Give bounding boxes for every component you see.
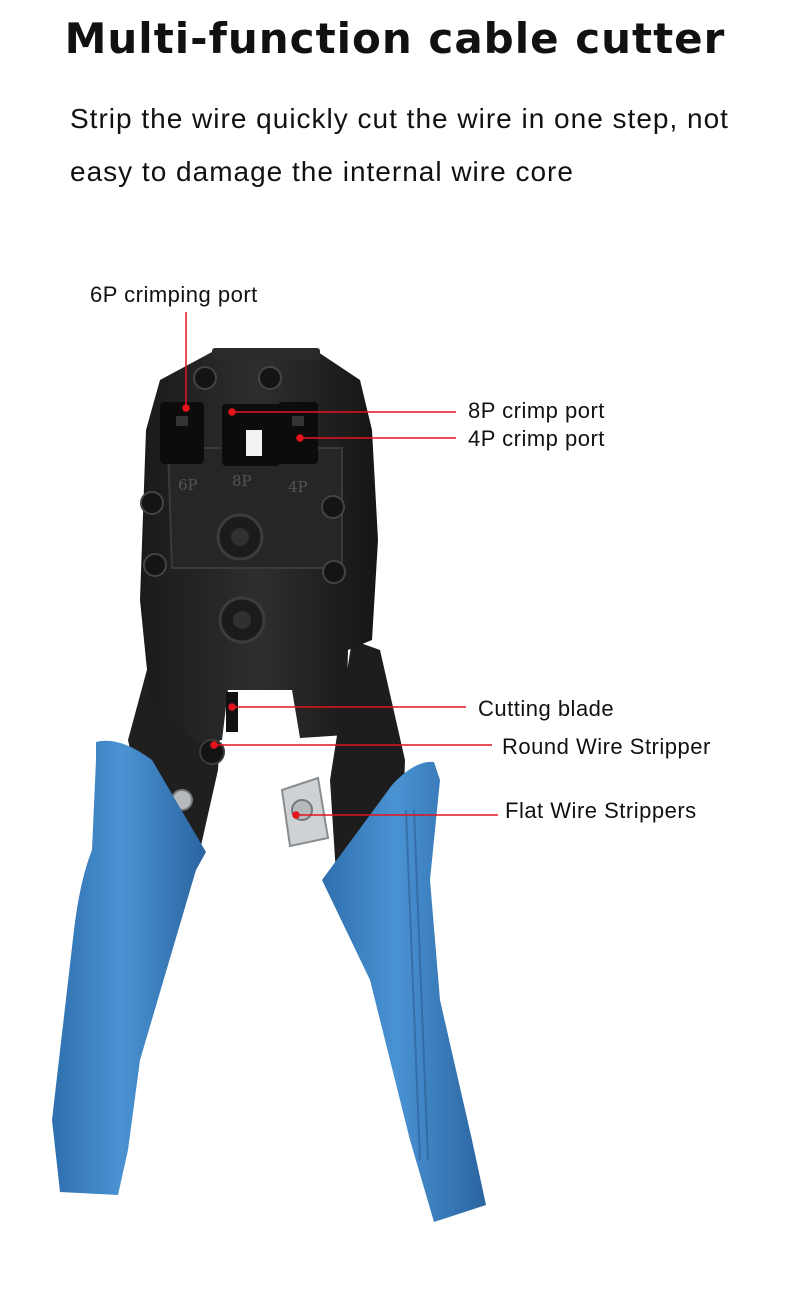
callout-4p-crimp-port: 4P crimp port	[468, 426, 605, 451]
port-mark-8p: 8P	[232, 472, 252, 490]
callout-lines	[182, 312, 498, 819]
top-ridge	[212, 348, 320, 360]
callout-flat-wire-strippers: Flat Wire Strippers	[505, 798, 697, 823]
port-mark-6p: 6P	[178, 476, 198, 494]
screw-icon	[140, 366, 346, 584]
left-handle	[52, 740, 206, 1195]
page-title: Multi-function cable cutter	[64, 14, 726, 63]
round-stripper-icon	[199, 739, 225, 765]
flat-stripper-icon	[171, 776, 330, 848]
page-subtitle: Strip the wire quickly cut the wire in o…	[70, 103, 729, 187]
port-6p-icon	[160, 402, 204, 464]
right-handle	[322, 761, 486, 1222]
callout-8p-crimp-port: 8P crimp port	[468, 398, 605, 423]
callout-round-wire-stripper: Round Wire Stripper	[502, 734, 711, 759]
callout-6p-crimping-port: 6P crimping port	[90, 282, 258, 307]
pivot-bolt-icon	[216, 513, 266, 644]
port-4p-icon	[278, 402, 318, 464]
callout-cutting-blade: Cutting blade	[478, 696, 615, 721]
port-mark-4p: 4P	[288, 478, 308, 496]
cutting-blade-icon	[226, 692, 238, 732]
